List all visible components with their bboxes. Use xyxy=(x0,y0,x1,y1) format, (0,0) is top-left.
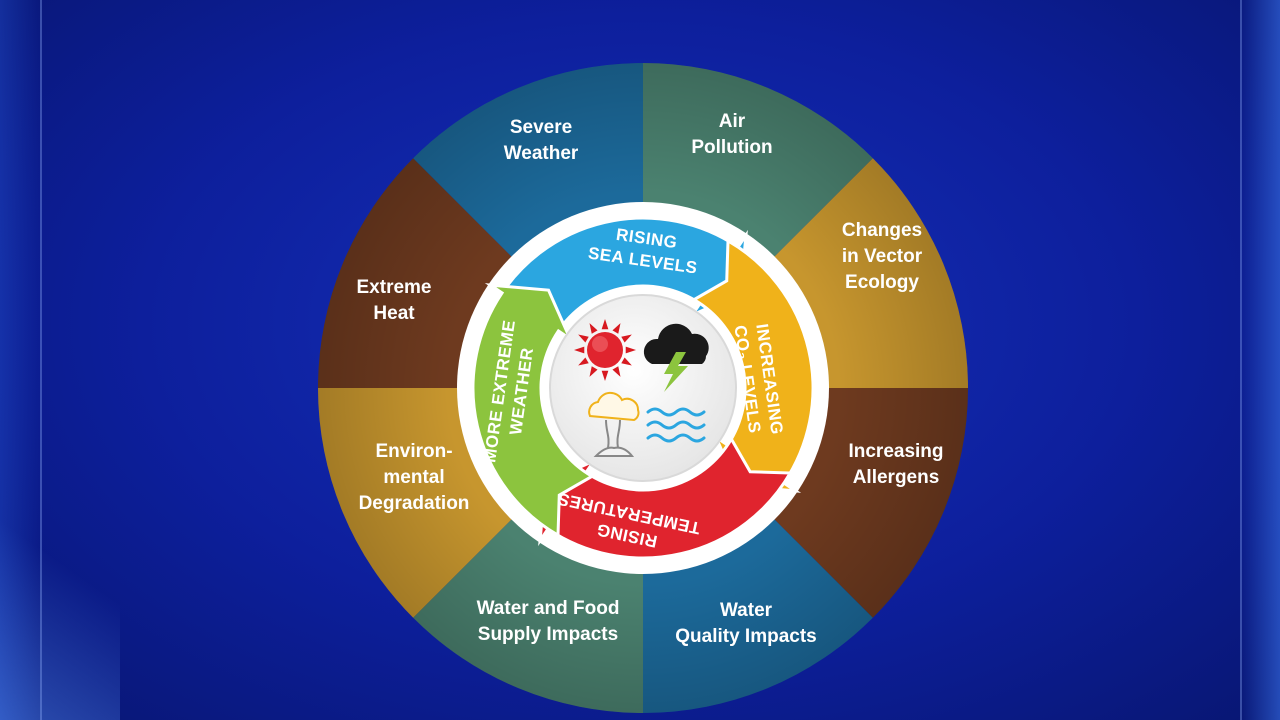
arrow-more-extreme-weather xyxy=(471,283,596,538)
background-streak xyxy=(0,470,120,720)
mushroom-cloud-icon xyxy=(588,391,640,457)
left-edge-glow xyxy=(0,0,40,720)
right-edge-glow xyxy=(1240,0,1280,720)
storm-cloud-icon xyxy=(643,323,709,392)
center-circle xyxy=(549,294,737,482)
frame-line-left xyxy=(40,0,42,720)
waves-icon xyxy=(646,407,706,443)
sun-icon xyxy=(574,319,636,381)
